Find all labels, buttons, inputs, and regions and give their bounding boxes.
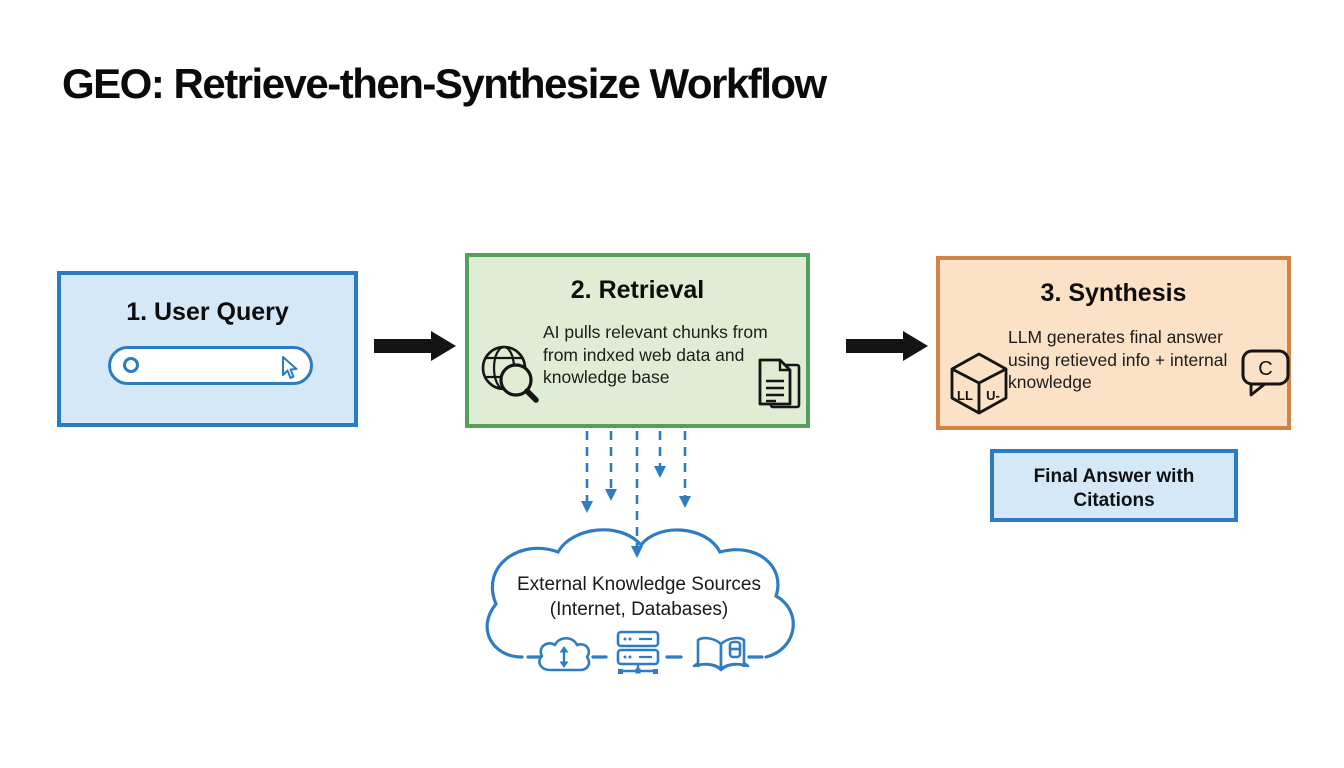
open-book-icon xyxy=(692,636,750,672)
final-answer-line-1: Final Answer with xyxy=(1033,466,1195,487)
cloud-label-line-1: External Knowledge Sources xyxy=(517,574,761,595)
retrieval-line-1: AI pulls relevant chunks from xyxy=(543,322,768,342)
cloud-shape xyxy=(485,528,795,659)
cloud-upload-icon xyxy=(538,636,591,672)
bubble-letter: C xyxy=(1258,358,1272,380)
server-icon xyxy=(616,630,660,674)
dashed-arrows-retrieval-to-cloud xyxy=(581,431,691,558)
retrieval-line-3: knowledge base xyxy=(543,367,670,387)
arrow-retrieval-to-synthesis-icon xyxy=(846,331,928,361)
search-icon xyxy=(123,357,139,373)
arrow-query-to-retrieval-icon xyxy=(374,331,456,361)
retrieval-description: AI pulls relevant chunks from from indxe… xyxy=(543,321,768,389)
user-query-heading: 1. User Query xyxy=(126,298,289,326)
documents-icon xyxy=(758,358,801,409)
llm-cube-icon: LL U- xyxy=(950,352,1008,415)
user-query-box: 1. User Query xyxy=(57,271,358,427)
final-answer-box: Final Answer with Citations xyxy=(990,449,1238,522)
globe-magnifier-icon xyxy=(481,345,539,403)
cube-left-label: LL xyxy=(957,388,973,403)
page-title: GEO: Retrieve-then-Synthesize Workflow xyxy=(62,60,827,107)
synthesis-line-2: using retieved info + internal xyxy=(1008,349,1228,370)
retrieval-line-2: from indxed web data and xyxy=(543,344,745,365)
citation-bubble-icon: C xyxy=(1241,349,1290,397)
retrieval-heading: 2. Retrieval xyxy=(570,276,705,304)
cloud-label-line-2: (Internet, Databases) xyxy=(549,599,729,620)
search-bar xyxy=(108,346,313,385)
final-answer-line-2: Citations xyxy=(1073,490,1155,511)
cloud-label: External Knowledge Sources (Internet, Da… xyxy=(489,572,789,622)
cube-right-label: U- xyxy=(986,388,1000,403)
retrieval-box: 2. Retrieval AI pulls relevant chunks fr… xyxy=(465,253,810,428)
synthesis-heading: 3. Synthesis xyxy=(1040,279,1187,307)
synthesis-line-3: knowledge xyxy=(1008,372,1092,392)
synthesis-box: 3. Synthesis LLM generates final answer … xyxy=(936,256,1291,430)
cursor-icon xyxy=(282,356,298,379)
synthesis-line-1: LLM generates final answer xyxy=(1008,327,1223,347)
synthesis-description: LLM generates final answer using retieve… xyxy=(1008,326,1227,394)
